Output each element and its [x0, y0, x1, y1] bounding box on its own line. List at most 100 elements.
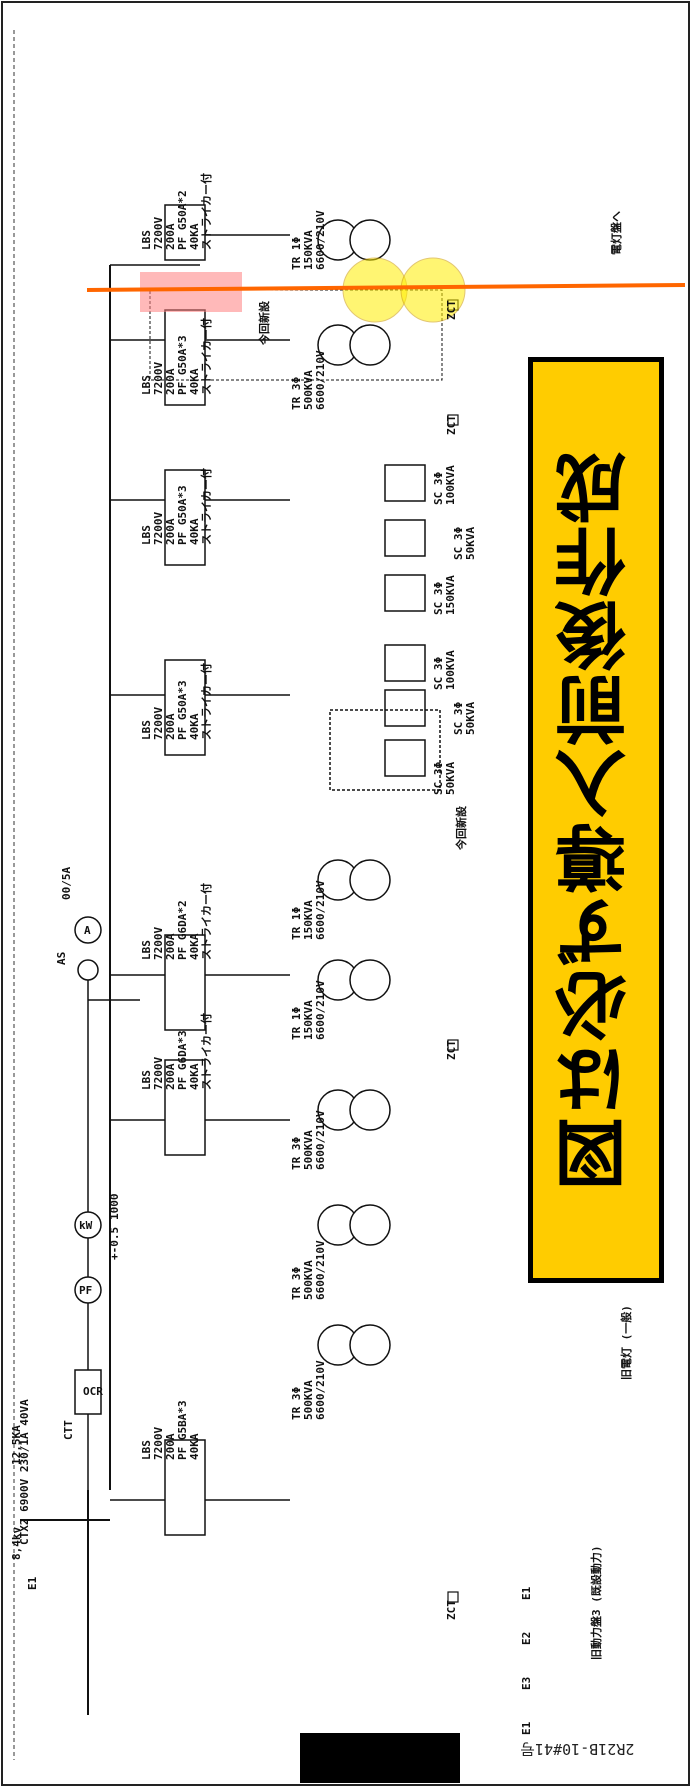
tr3-line: 6600/210V [314, 1110, 327, 1170]
new-install-label-2: 今回新設 [257, 300, 271, 346]
feeder-labels: LBS7200V200APF G5BA*340KA LBS7200V200APF… [140, 173, 213, 1460]
as-label: AS [55, 952, 68, 965]
lbs5-line: ストライカー付 [199, 468, 213, 545]
old-motor-label: 旧動力盤3 (既設動力) [589, 1546, 603, 1661]
tr4-line: 150KVA [302, 1000, 315, 1040]
tr5-line: 150KVA [302, 900, 315, 940]
lbs2-line: 200A [164, 1063, 177, 1090]
partial-kv-label: 8,4kv [10, 1527, 23, 1560]
lbs2-line: 7200V [152, 1057, 165, 1090]
tr2-line: 6600/210V [314, 1240, 327, 1300]
lbs6-label: LBS7200V200APF G50A*340KAストライカー付 [140, 318, 213, 395]
lbs6-line: ストライカー付 [199, 318, 213, 395]
kw-meter-label: kW [79, 1219, 93, 1232]
callout-box: 図は必ず導入前後作成 [528, 357, 664, 1283]
e-label-4: E1 [520, 1721, 533, 1735]
lbs6-line: LBS [140, 375, 153, 395]
lbs7-line: 40KA [188, 223, 201, 250]
lbs7-label: LBS7200V200APF G50A*240KAストライカー付 [140, 173, 213, 250]
lbs1-line: PF G5BA*3 [176, 1400, 189, 1460]
a-range-label: 00/5A [60, 867, 73, 900]
lbs5-line: PF G50A*3 [176, 485, 189, 545]
tr1-line: 6600/210V [314, 1360, 327, 1420]
highlight-box [140, 272, 242, 312]
transformer-symbols [317, 219, 391, 1366]
zct-label-4: ZCT [445, 300, 458, 320]
sc4-label: SC 3Φ150KVA [432, 575, 457, 615]
tr4-label: TR 1Φ150KVA6600/210V [290, 980, 327, 1040]
tr6-line: 6600/210V [314, 350, 327, 410]
tr7-line: TR 1Φ [290, 237, 303, 270]
tr4-line: TR 1Φ [290, 1007, 303, 1040]
lbs7-line: 200A [164, 223, 177, 250]
sc5-line: SC 3Φ [452, 527, 465, 560]
a-meter-label: A [84, 924, 91, 937]
partial-ka-label: 12,5KA [10, 1425, 23, 1465]
capacitor-banks [329, 464, 441, 791]
new-install-label-1: 今回新設 [454, 805, 468, 851]
tr7-line: 6600/210V [314, 210, 327, 270]
lbs6-line: 200A [164, 368, 177, 395]
tr1-label: TR 3Φ500KVA6600/210V [290, 1360, 327, 1420]
kw-range-label: 1000 [108, 1194, 121, 1221]
lbs5-line: 200A [164, 518, 177, 545]
highlight-line [86, 283, 686, 292]
old-light-label: 旧電灯 (一般) [619, 1305, 633, 1380]
lbs4-line: 200A [164, 713, 177, 740]
lbs3-line: PF G6DA*2 [176, 900, 189, 960]
lbs4-line: PF G50A*3 [176, 680, 189, 740]
redaction-block [300, 1733, 460, 1783]
sc4-line: 150KVA [444, 575, 457, 615]
ctt-label: CTT [62, 1420, 75, 1440]
e-label-1: E1 [520, 1586, 533, 1600]
lbs6-line: PF G50A*3 [176, 335, 189, 395]
lbs4-line: 40KA [188, 713, 201, 740]
sc6-line: SC 3Φ [432, 472, 445, 505]
sc1-label: SC 3Φ50KVA [432, 762, 457, 795]
sc1-line: 50KVA [444, 762, 457, 795]
pf-meter-label: PF [79, 1284, 92, 1297]
drawing-code: 2R21B-10#41号 [520, 1740, 635, 1758]
zct-label-2: ZCT [445, 1040, 458, 1060]
lbs1-label: LBS7200V200APF G5BA*340KA [140, 1400, 201, 1460]
lbs3-line: 7200V [152, 927, 165, 960]
lbs1-line: 40KA [188, 1433, 201, 1460]
tr7-line: 150KVA [302, 230, 315, 270]
lbs3-line: ストライカー付 [199, 883, 213, 960]
tr6-line: 500KVA [302, 370, 315, 410]
tr5-line: 6600/210V [314, 880, 327, 940]
lbs1-line: 200A [164, 1433, 177, 1460]
lbs6-line: 7200V [152, 362, 165, 395]
highlight-circle-2 [400, 257, 466, 323]
lbs3-label: LBS7200V200APF G6DA*240KAストライカー付 [140, 883, 213, 960]
sc2-line: SC 3Φ [452, 702, 465, 735]
tr2-line: 500KVA [302, 1260, 315, 1300]
tr1-line: 500KVA [302, 1380, 315, 1420]
tr2-label: TR 3Φ500KVA6600/210V [290, 1240, 327, 1300]
e1-incoming-label: E1 [26, 1576, 39, 1590]
transformer-labels: TR 3Φ500KVA6600/210V TR 3Φ500KVA6600/210… [290, 210, 327, 1420]
lbs3-line: 40KA [188, 933, 201, 960]
capacitor-labels: SC 3Φ50KVA SC 3Φ50KVA SC 3Φ100KVA SC 3Φ1… [432, 465, 477, 795]
lbs1-line: 7200V [152, 1427, 165, 1460]
tr2-line: TR 3Φ [290, 1267, 303, 1300]
lbs6-line: 40KA [188, 368, 201, 395]
tr4-line: 6600/210V [314, 980, 327, 1040]
tr3-label: TR 3Φ500KVA6600/210V [290, 1110, 327, 1170]
sc2-label: SC 3Φ50KVA [452, 702, 477, 735]
tr5-line: TR 1Φ [290, 907, 303, 940]
lbs2-line: 40KA [188, 1063, 201, 1090]
tr7-label: TR 1Φ150KVA6600/210V [290, 210, 327, 270]
lbs3-line: 200A [164, 933, 177, 960]
lbs2-line: PF G6DA*3 [176, 1030, 189, 1090]
lbs5-label: LBS7200V200APF G50A*340KAストライカー付 [140, 468, 213, 545]
lbs1-line: LBS [140, 1440, 153, 1460]
lbs4-line: ストライカー付 [199, 663, 213, 740]
lbs7-line: ストライカー付 [199, 173, 213, 250]
lbs3-line: LBS [140, 940, 153, 960]
sc3-line: SC 3Φ [432, 657, 445, 690]
tr5-label: TR 1Φ150KVA6600/210V [290, 880, 327, 940]
sc6-label: SC 3Φ100KVA [432, 465, 457, 505]
lbs7-line: PF G50A*2 [176, 190, 189, 250]
